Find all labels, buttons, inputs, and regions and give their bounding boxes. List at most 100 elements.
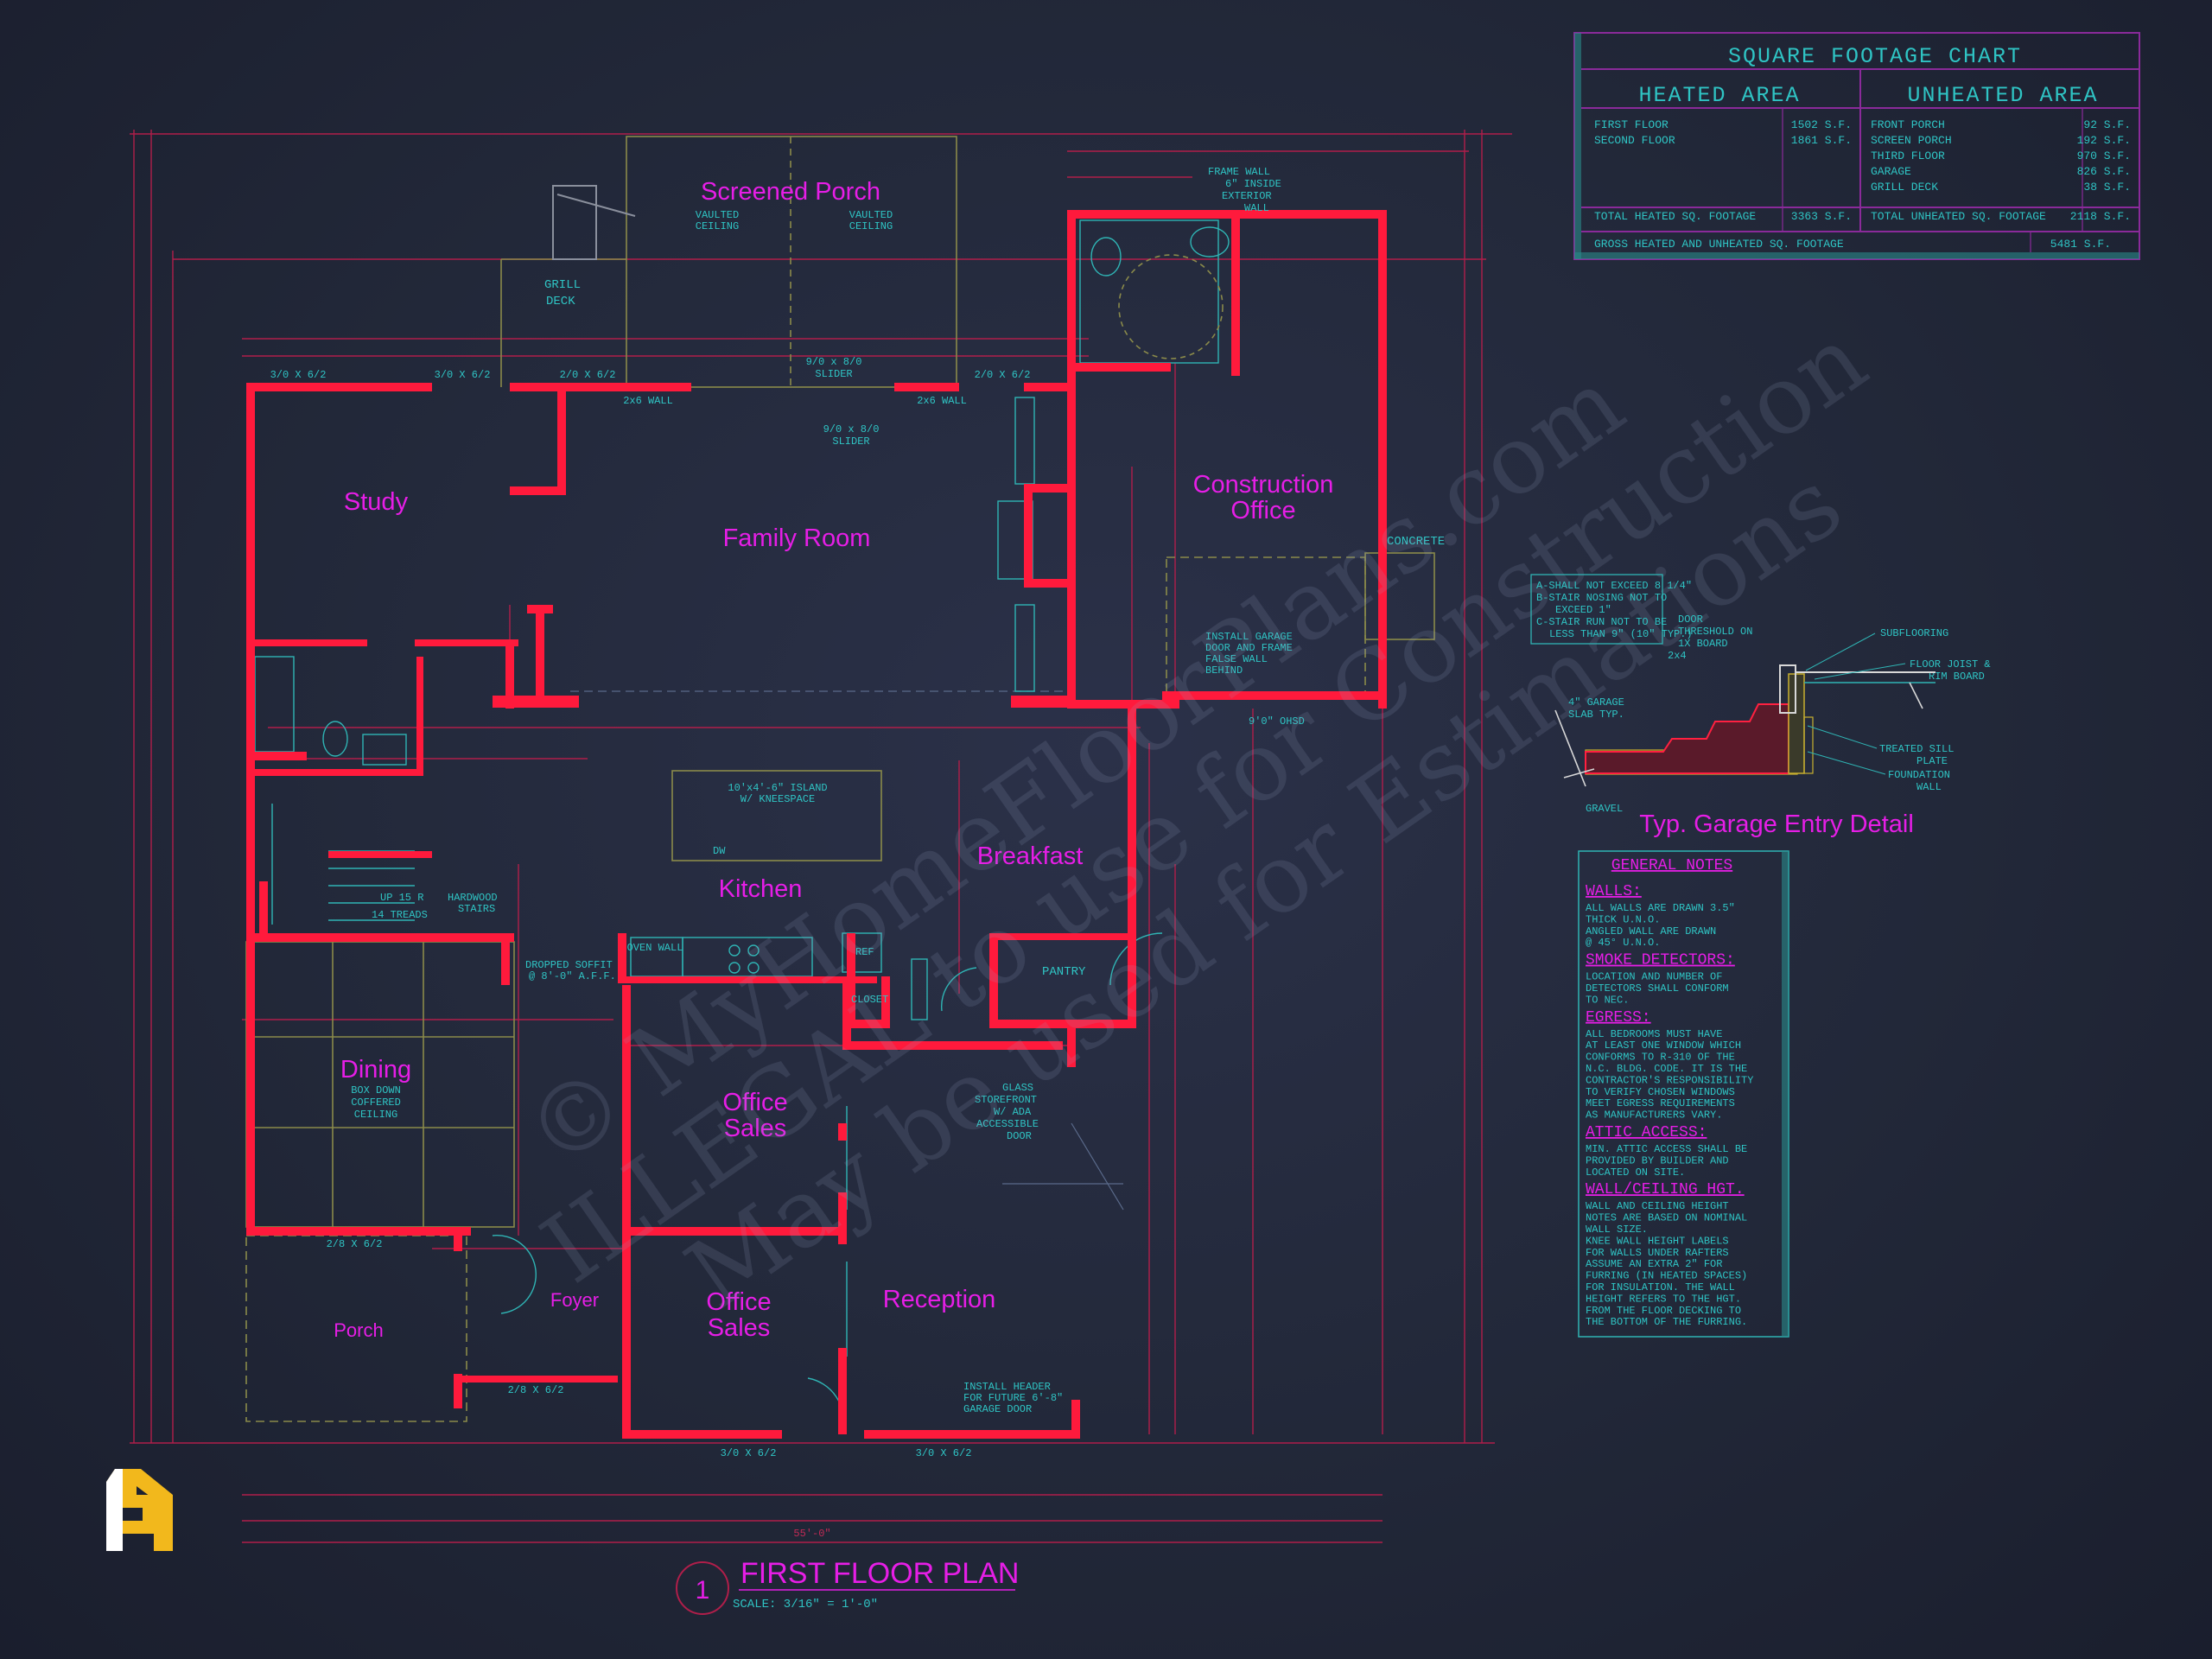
dim-total-width: 55'-0" [793,1528,830,1540]
sqft-total-heated-label: TOTAL HEATED SQ. FOOTAGE [1594,210,1756,223]
note-window-f: 3/0 X 6/2 [916,1447,972,1459]
general-notes-line: CONFORMS TO R-310 OF THE [1586,1052,1735,1064]
plan-notes: VAULTED CEILING VAULTED CEILING 9/0 x 8/… [270,166,1446,1540]
note-oven-wall: OVEN WALL [627,942,683,954]
note-slider-1b: SLIDER [815,368,852,380]
label-foyer: Foyer [550,1289,599,1311]
general-notes-heading: ATTIC ACCESS: [1586,1124,1707,1141]
note-closet: CLOSET [851,994,888,1006]
general-notes-heading: WALL/CEILING HGT. [1586,1181,1745,1198]
note-window-d: 2/0 X 6/2 [975,369,1031,381]
detail-stair-note-3: EXCEED 1" [1555,604,1611,616]
general-notes-line: KNEE WALL HEIGHT LABELS [1586,1235,1729,1247]
note-slider-1: 9/0 x 8/0 [806,356,862,368]
detail-subflooring: SUBFLOORING [1880,627,1948,639]
sqft-heated-value: 1861 S.F. [1791,134,1852,147]
general-notes-line: NOTES ARE BASED ON NOMINAL [1586,1212,1747,1224]
sqft-unheated-label: SCREEN PORCH [1871,134,1952,147]
note-island-2: W/ KNEESPACE [741,793,815,805]
note-window-g: 2/8 X 6/2 [327,1238,383,1250]
label-office-sales-1b: Sales [724,1115,787,1142]
note-dw: DW [713,845,726,857]
detail-title: Typ. Garage Entry Detail [1639,810,1914,838]
note-glass-3: W/ ADA [994,1106,1032,1118]
note-garage-door-1: INSTALL GARAGE [1205,631,1293,643]
detail-stair-note-5: LESS THAN 9" (10" TYP.) [1549,628,1693,640]
sqft-heated-label: FIRST FLOOR [1594,118,1669,131]
general-notes-line: PROVIDED BY BUILDER AND [1586,1154,1729,1166]
general-notes-line: ASSUME AN EXTRA 2" FOR [1586,1258,1722,1270]
note-box-down-1: BOX DOWN [351,1084,401,1096]
label-construction: Construction [1193,471,1334,499]
label-grill-deck: DECK [546,295,575,308]
sqft-total-unheated-value: 2118 S.F. [2070,210,2131,223]
garage-entry-detail: A-SHALL NOT EXCEED 8 1/4" B-STAIR NOSING… [1530,574,1991,838]
general-notes-line: CONTRACTOR'S RESPONSIBILITY [1586,1074,1753,1086]
room-labels: Screened Porch Study Family Room Constru… [334,178,1333,1342]
plan-title-block: 1 FIRST FLOOR PLAN SCALE: 3/16" = 1'-0" [676,1557,1019,1615]
general-notes-line: AS MANUFACTURERS VARY. [1586,1109,1722,1122]
label-reception: Reception [883,1286,996,1313]
note-2x6-wall-b: 2x6 WALL [917,395,967,407]
sqft-unheated-value: 38 S.F. [2083,181,2131,194]
note-vaulted-left-2: CEILING [696,220,739,232]
label-breakfast: Breakfast [977,842,1084,870]
note-frame-wall-3: EXTERIOR [1222,190,1272,202]
note-slider-2: 9/0 x 8/0 [823,423,880,435]
note-ohsd: 9'0" OHSD [1249,715,1305,728]
general-notes-body: WALLS:ALL WALLS ARE DRAWN 3.5"THICK U.N.… [1586,883,1753,1328]
label-study: Study [344,488,409,516]
note-vaulted-left: VAULTED [696,209,739,221]
general-notes-line: TO NEC. [1586,994,1629,1006]
note-window-c: 2/0 X 6/2 [560,369,616,381]
label-construction-office: Office [1230,497,1295,524]
note-glass-2: STOREFRONT [975,1094,1037,1106]
note-soffit-2: @ 8'-0" A.F.F. [529,970,616,982]
general-notes-line: ANGLED WALL ARE DRAWN [1586,925,1716,938]
sqft-total-unheated-label: TOTAL UNHEATED SQ. FOOTAGE [1871,210,2046,223]
detail-slab-1: 4" GARAGE [1568,696,1624,709]
note-vaulted-right-2: CEILING [849,220,893,232]
note-glass-1: GLASS [1002,1082,1033,1094]
note-garage-door-2: DOOR AND FRAME [1205,642,1293,654]
note-glass-5: DOOR [1007,1130,1032,1142]
general-notes-line: FOR INSULATION. THE WALL [1586,1281,1735,1294]
note-frame-wall-1: FRAME WALL [1208,166,1270,178]
sqft-chart-title: SQUARE FOOTAGE CHART [1728,44,2022,69]
note-garage-door-4: BEHIND [1205,664,1243,677]
label-dining: Dining [340,1056,411,1084]
general-notes-line: THE BOTTOM OF THE FURRING. [1586,1316,1747,1328]
detail-floor-joist-2: RIM BOARD [1929,671,1985,683]
general-notes-line: ALL BEDROOMS MUST HAVE [1586,1028,1722,1040]
note-soffit-1: DROPPED SOFFIT [525,959,613,971]
general-notes-line: FROM THE FLOOR DECKING TO [1586,1305,1741,1317]
label-pantry: PANTRY [1042,965,1086,979]
general-notes-line: N.C. BLDG. CODE. IT IS THE [1586,1063,1747,1075]
detail-2x4: 2x4 [1668,650,1687,662]
label-office-sales-2b: Sales [708,1314,771,1342]
sqft-unheated-label: GARAGE [1871,165,1911,178]
label-office-sales-2: Office [706,1288,771,1316]
general-notes: GENERAL NOTES WALLS:ALL WALLS ARE DRAWN … [1578,850,1789,1338]
sqft-unheated-label: GRILL DECK [1871,181,1938,194]
label-grill: GRILL [544,278,581,292]
note-frame-wall-2: 6" INSIDE [1225,178,1281,190]
detail-sill-1: TREATED SILL [1879,743,1954,755]
note-2x6-wall-a: 2x6 WALL [623,395,673,407]
note-window-a: 3/0 X 6/2 [270,369,327,381]
general-notes-line: MIN. ATTIC ACCESS SHALL BE [1586,1143,1747,1155]
sqft-gross-label: GROSS HEATED AND UNHEATED SQ. FOOTAGE [1594,238,1844,251]
label-family-room: Family Room [723,524,871,552]
note-concrete: CONCRETE [1387,535,1445,549]
general-notes-line: FOR WALLS UNDER RAFTERS [1586,1247,1729,1259]
note-box-down-2: COFFERED [351,1096,401,1109]
note-window-b: 3/0 X 6/2 [435,369,491,381]
detail-stair-note-1: A-SHALL NOT EXCEED 8 1/4" [1536,580,1692,592]
sqft-unheated-value: 92 S.F. [2083,118,2131,131]
note-window-h: 2/8 X 6/2 [508,1384,564,1396]
note-ref: REF [855,946,874,958]
sqft-heated-header: HEATED AREA [1638,83,1800,108]
sqft-unheated-value: 970 S.F. [2077,149,2131,162]
